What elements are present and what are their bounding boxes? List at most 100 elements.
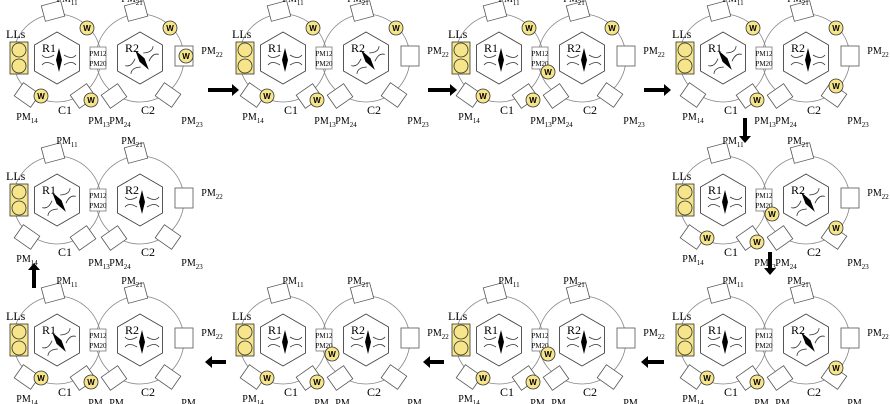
pm11-module xyxy=(40,0,66,22)
r2-label: R2 xyxy=(351,323,365,337)
pm-label: PM24 xyxy=(109,116,131,129)
pm20-label: PM20 xyxy=(531,60,549,68)
pm12-label: PM12 xyxy=(89,192,107,200)
wafer-icon xyxy=(259,88,275,104)
pm23-module xyxy=(380,364,408,390)
c2-label: C2 xyxy=(583,385,597,399)
process-step-4: PM12PM20LLsR1R2C1C2PM11PM14PM13PM21PM22P… xyxy=(672,0,889,129)
pm22-module xyxy=(840,45,860,67)
lls-label: LLs xyxy=(448,27,468,41)
wafer-label: W xyxy=(263,92,271,101)
pm-label: PM21 xyxy=(121,136,143,149)
pm23-module xyxy=(596,82,624,108)
pm-label: PM14 xyxy=(16,112,38,125)
pm-label: PM11 xyxy=(56,136,78,149)
r2-label: R2 xyxy=(567,41,581,55)
process-step-8: PM12PM20LLsR1R2C1C2PM11PM14PM13PM21PM22P… xyxy=(232,276,449,404)
pm-label: PM21 xyxy=(121,0,143,7)
r1-label: R1 xyxy=(708,183,722,197)
pm-label: PM13 xyxy=(314,398,336,404)
wafer-icon xyxy=(540,346,556,362)
pm22-module xyxy=(616,45,636,67)
loadlock-wafer-icon xyxy=(677,340,693,356)
pm-label: PM23 xyxy=(623,116,645,129)
pm-label: PM24 xyxy=(335,116,357,129)
loadlock-wafer-icon xyxy=(677,184,693,200)
pm23-module xyxy=(596,364,624,390)
process-step-3: PM12PM20LLsR1R2C1C2PM11PM14PM13PM21PM22P… xyxy=(448,0,665,129)
c1-label: C1 xyxy=(500,103,514,117)
pm-label: PM22 xyxy=(867,328,889,341)
loadlock-wafer-icon xyxy=(11,184,27,200)
pm-label: PM14 xyxy=(682,254,704,267)
loadlock-wafer-icon xyxy=(677,200,693,216)
pm14-module xyxy=(455,364,483,390)
wafer-icon xyxy=(525,92,541,108)
lls-label: LLs xyxy=(672,169,692,183)
wafer-label: W xyxy=(392,24,400,33)
buffer-module xyxy=(89,188,107,212)
pm-label: PM11 xyxy=(56,0,78,7)
pm21-module xyxy=(123,0,149,22)
pm14-module xyxy=(239,364,267,390)
pm-label: PM21 xyxy=(563,0,585,7)
wafer-icon xyxy=(540,64,556,80)
wafer-label: W xyxy=(313,96,321,105)
pm-label: PM13 xyxy=(530,116,552,129)
wafer-label: W xyxy=(749,24,757,33)
pm-label: PM23 xyxy=(181,398,203,404)
loadlock-wafer-icon xyxy=(453,340,469,356)
c1-label: C1 xyxy=(724,103,738,117)
c2-label: C2 xyxy=(367,385,381,399)
wafer-label: W xyxy=(83,24,91,33)
wafer-label: W xyxy=(479,92,487,101)
c1-label: C1 xyxy=(58,245,72,259)
pm-label: PM11 xyxy=(722,136,744,149)
pm21-module xyxy=(789,0,815,22)
pm20-label: PM20 xyxy=(755,202,773,210)
buffer-module xyxy=(315,328,333,352)
robot-arm-icon xyxy=(791,188,825,216)
pm22-module xyxy=(400,45,420,67)
pm12-label: PM12 xyxy=(89,332,107,340)
pm20-label: PM20 xyxy=(315,342,333,350)
pm21-module xyxy=(565,282,591,304)
lls-label: LLs xyxy=(672,27,692,41)
pm14-module xyxy=(455,82,483,108)
robot-arm-icon xyxy=(707,330,743,354)
wafer-icon xyxy=(828,220,844,236)
pm-label: PM13 xyxy=(754,116,776,129)
pm20-label: PM20 xyxy=(755,60,773,68)
wafer-label: W xyxy=(753,96,761,105)
c1-label: C1 xyxy=(724,245,738,259)
wafer-icon xyxy=(521,20,537,36)
pm24-module xyxy=(542,365,570,391)
wafer-label: W xyxy=(832,82,840,91)
pm12-label: PM12 xyxy=(315,50,333,58)
pm11-module xyxy=(266,0,292,22)
r1-label: R1 xyxy=(268,41,282,55)
pm14-module xyxy=(679,364,707,390)
pm-label: PM22 xyxy=(643,328,665,341)
wafer-label: W xyxy=(832,364,840,373)
pm-label: PM14 xyxy=(458,112,480,125)
pm-label: PM11 xyxy=(282,276,304,289)
wafer-icon xyxy=(33,88,49,104)
pm14-module xyxy=(679,224,707,250)
c1-label: C1 xyxy=(58,103,72,117)
loadlock-wafer-icon xyxy=(237,324,253,340)
wafer-icon xyxy=(83,374,99,390)
c1-label: C1 xyxy=(284,103,298,117)
pm-label: PM21 xyxy=(563,276,585,289)
wafer-icon xyxy=(309,374,325,390)
pm-label: PM22 xyxy=(201,46,223,59)
r2-label: R2 xyxy=(791,41,805,55)
r1-label: R1 xyxy=(42,41,56,55)
pm-label: PM23 xyxy=(847,258,869,271)
pm-label: PM23 xyxy=(181,116,203,129)
loadlock-wafer-icon xyxy=(453,58,469,74)
pm-label: PM11 xyxy=(498,276,520,289)
robot-arm-icon xyxy=(483,48,519,72)
wafer-icon xyxy=(749,92,765,108)
